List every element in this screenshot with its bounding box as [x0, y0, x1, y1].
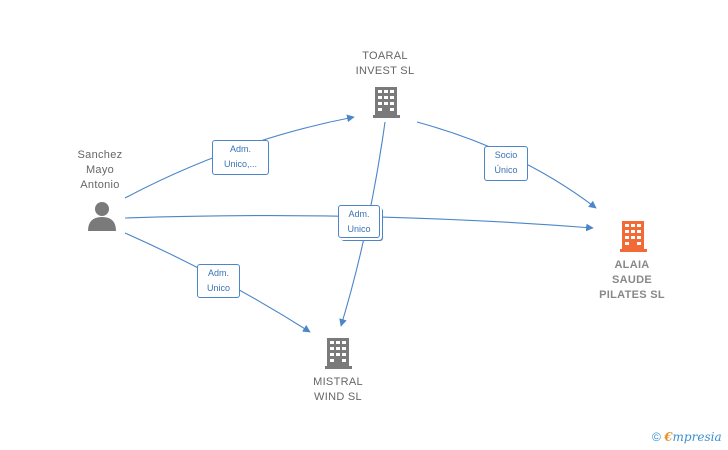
person-icon-sanchez[interactable]	[88, 202, 116, 231]
node-label-toaral[interactable]: TOARAL INVEST SL	[355, 50, 415, 77]
building-icon-alaia[interactable]	[620, 221, 647, 252]
edge-label-toaral-alaia[interactable]: Socio Único	[484, 146, 528, 181]
building-icon-toaral[interactable]	[373, 87, 400, 118]
edge-label-sanchez-toaral[interactable]: Adm. Unico,...	[212, 140, 269, 175]
edge-label-sanchez-mistral[interactable]: Adm. Unico	[197, 264, 240, 298]
building-icon-mistral[interactable]	[325, 338, 352, 369]
node-label-mistral[interactable]: MISTRAL WIND SL	[313, 376, 363, 403]
edge-label-center[interactable]: Adm. Unico	[338, 205, 380, 238]
node-label-alaia[interactable]: ALAIA SAUDE PILATES SL	[599, 259, 665, 301]
copyright-symbol: ©	[652, 430, 661, 444]
node-label-sanchez[interactable]: Sanchez Mayo Antonio	[77, 149, 123, 191]
footer-brand[interactable]: © €mpresia	[652, 430, 722, 444]
empresia-logo: €mpresia	[664, 430, 722, 444]
